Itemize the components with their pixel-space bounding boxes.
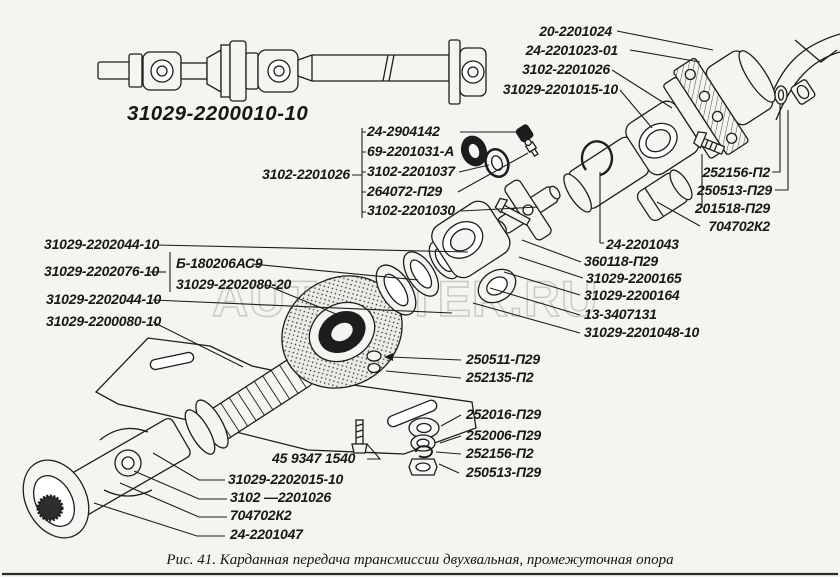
leader-lines (93, 30, 789, 537)
part-label: 69-2201031-А (367, 143, 454, 159)
part-label: 24-2904142 (366, 123, 440, 139)
part-label: 252006-П29 (465, 427, 541, 443)
support-washer-drawing (367, 362, 381, 374)
part-label: 3102-2201037 (367, 163, 456, 179)
figure-caption: Рис. 41. Карданная передача трансмиссии … (165, 552, 673, 568)
part-label: 250513-П29 (465, 464, 541, 480)
part-label: Б-180206АС9 (176, 255, 263, 271)
part-label: 704702К2 (708, 218, 770, 234)
part-label: 201518-П29 (694, 200, 770, 216)
part-label: 3102 —2201026 (230, 489, 331, 505)
bearing-cup-drawing (636, 169, 693, 222)
small-bolt-drawing (494, 197, 531, 227)
part-label: 24-2201023-01 (525, 42, 619, 58)
washer-stack-drawing (408, 417, 440, 476)
part-label: 3102-2201030 (367, 202, 455, 218)
part-label: 13-3407131 (584, 306, 657, 322)
part-label: 250513-П29 (696, 182, 772, 198)
part-label: 31029-2200080-10 (46, 313, 162, 329)
front-sleeve-drawing (22, 459, 90, 539)
part-label: 3102-2201026 (522, 61, 610, 77)
part-label: 264072-П29 (366, 183, 442, 199)
part-label: 252156-П2 (702, 164, 771, 180)
part-label: 360118-П29 (584, 253, 658, 269)
part-label: 3102-2201026 (262, 166, 350, 182)
support-nut-drawing (366, 350, 382, 362)
seal-ring-drawing (484, 148, 510, 178)
part-label-assembly: 31029-2200010-10 (127, 102, 308, 125)
front-ujoint-drawing (99, 427, 153, 497)
part-label: 24-2201043 (605, 236, 679, 252)
part-label: 24-2201047 (229, 526, 304, 542)
bracket-bolt-drawing (351, 419, 368, 454)
grease-fitting-drawing (524, 138, 539, 158)
part-label: 31029-2202080-20 (176, 276, 292, 292)
part-labels: 31029-2200010-10 20-2201024 24-2201023-0… (44, 23, 773, 542)
part-label: 252156-П2 (465, 445, 534, 461)
part-label: 31029-2200165 (586, 270, 682, 286)
part-label: 252135-П2 (465, 369, 534, 385)
part-label: 20-2201024 (538, 23, 612, 39)
complete-driveshaft-drawing (97, 39, 487, 105)
flange-bolt-drawing (693, 131, 725, 155)
part-label: 45 9347 1540 (271, 450, 356, 466)
nut-drawing (790, 79, 816, 105)
seal-ring-drawing (460, 135, 488, 167)
rear-joint-flange-drawing (563, 33, 840, 222)
rubber-cushion-drawing (281, 275, 403, 389)
plug-drawing (515, 124, 534, 143)
part-label: 31029-2201015-10 (503, 81, 619, 97)
part-label: 704702К2 (230, 507, 292, 523)
part-label: 31029-2202076-10 (44, 263, 160, 279)
part-label: 31029-2202044-10 (46, 291, 162, 307)
snap-ring-drawing (580, 140, 614, 177)
part-label: 250511-П29 (465, 351, 540, 367)
part-label: 252016-П29 (465, 406, 541, 422)
part-label: 31029-2202044-10 (44, 236, 160, 252)
part-label: 31029-2200164 (584, 287, 680, 303)
part-label: 31029-2201048-10 (584, 324, 700, 340)
part-label: 31029-2202015-10 (228, 471, 344, 487)
